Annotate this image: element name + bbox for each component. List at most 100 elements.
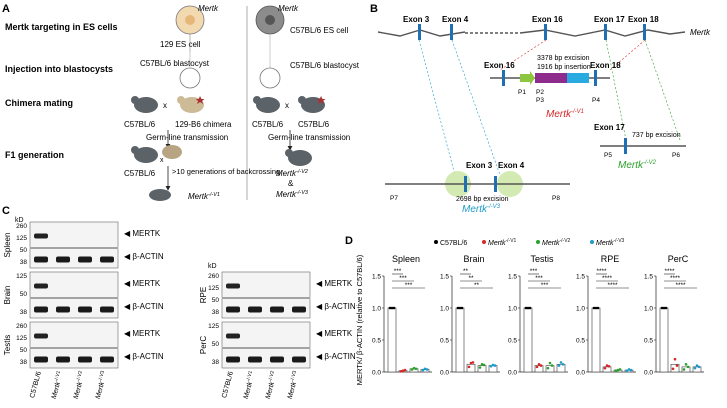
data-point <box>491 363 495 367</box>
panel-a: A Mertk targeting in ES cells Injection … <box>2 3 360 201</box>
sig-label: ** <box>463 268 469 275</box>
data-point <box>493 364 497 367</box>
v3-excision-label: 2698 bp excision <box>456 196 509 203</box>
primer-p3: P3 <box>536 97 544 104</box>
insertion-arrow-icon <box>520 71 535 85</box>
y-tick-label: 0.5 <box>508 338 517 345</box>
data-point <box>526 306 530 310</box>
lane-label: Mertk-/-V1 <box>241 370 257 400</box>
y-tick-label: 1.0 <box>508 306 517 313</box>
data-point <box>403 368 407 372</box>
data-point <box>414 367 418 371</box>
sig-label: *** <box>399 275 407 282</box>
actin-band <box>100 356 114 363</box>
mouse-chimera-right-icon <box>298 96 325 113</box>
exon16-top <box>544 24 547 40</box>
mate-right-label: 129-B6 chimera <box>175 120 232 129</box>
sig-label: ** <box>468 275 474 282</box>
mw-marker: 125 <box>16 235 27 242</box>
y-axis-label: MERTK/ β-ACTIN (relative to C57BL/6) <box>355 254 364 385</box>
y-tick-label: 1.0 <box>644 306 653 313</box>
germline-label-right: Germ-line transmission <box>268 133 350 142</box>
mertk-band <box>226 333 240 339</box>
data-point <box>388 306 392 310</box>
right-strategy: Mertk C57BL/6 ES cell C57BL/6 blastocyst… <box>252 4 360 199</box>
data-point <box>537 363 541 366</box>
y-tick-label: 0.5 <box>644 338 653 345</box>
insertion-cassette <box>535 73 567 83</box>
actin-band <box>100 306 114 313</box>
data-point <box>482 363 486 367</box>
legend-entry: Mertk-/-V1 <box>488 238 517 247</box>
mw-marker: 38 <box>20 259 28 266</box>
bar <box>681 366 691 373</box>
data-point <box>673 357 677 361</box>
exon17-top <box>604 24 607 40</box>
chart-title: Spleen <box>392 254 420 264</box>
actin-membrane <box>221 348 311 369</box>
primer-p5: P5 <box>604 152 612 159</box>
mw-marker: 260 <box>16 223 27 230</box>
mouse-f1-icon <box>131 146 158 163</box>
primer-p8: P8 <box>552 195 560 202</box>
actin-band <box>56 306 70 313</box>
data-point <box>660 306 664 310</box>
data-point <box>471 361 475 364</box>
sig-label: **** <box>670 275 681 282</box>
bar <box>466 363 476 373</box>
mertk-band-label: ◀ MERTK <box>316 279 353 288</box>
actin-band <box>56 356 70 363</box>
mertk-gene-label-right: Mertk <box>278 4 299 13</box>
mw-marker: 125 <box>208 285 219 292</box>
mw-marker: 38 <box>20 359 28 366</box>
exon18-label: Exon 18 <box>628 15 659 24</box>
actin-band <box>34 306 48 313</box>
y-tick-label: 1.5 <box>644 274 653 281</box>
exon3-label: Exon 3 <box>403 15 430 24</box>
mouse-c57-right-icon <box>253 96 280 113</box>
blastocyst-label-left: C57BL/6 blastocyst <box>140 59 210 68</box>
sig-label: **** <box>596 268 607 275</box>
data-point <box>480 363 484 366</box>
es-cell-b6-label: C57BL/6 ES cell <box>290 26 348 35</box>
data-point <box>605 364 609 367</box>
actin-band <box>226 306 240 313</box>
mw-marker: 50 <box>212 341 220 348</box>
bar <box>659 307 669 373</box>
data-point <box>467 365 471 369</box>
chart-title: RPE <box>601 254 620 264</box>
mertk-band-label: ◀ MERTK <box>124 279 161 288</box>
mw-marker: 125 <box>208 323 219 330</box>
data-point <box>607 364 611 368</box>
mw-marker: 125 <box>16 335 27 342</box>
data-point <box>627 368 631 371</box>
mertk-band <box>34 283 48 289</box>
actin-band <box>226 356 240 363</box>
v3-allele-label: Mertk-/-V3 <box>462 204 501 215</box>
mertk-band <box>34 233 48 239</box>
data-point <box>559 361 563 364</box>
svg-text:x: x <box>160 157 164 164</box>
v1-exon16-label: Exon 16 <box>484 61 515 70</box>
left-strategy: Mertk 129 ES cell C57BL/6 blastocyst x C… <box>124 4 280 201</box>
y-tick-label: 0.5 <box>576 338 585 345</box>
sig-label: *** <box>535 275 543 282</box>
panel-label-b: B <box>370 3 378 15</box>
data-point <box>603 366 607 370</box>
blastocyst-icon-right <box>259 67 281 89</box>
result-v3-label: Mertk-/-V3 <box>276 190 309 199</box>
tissue-label: RPE <box>199 287 208 303</box>
mw-marker: 125 <box>16 273 27 280</box>
actin-membrane <box>29 348 119 369</box>
actin-band <box>248 306 262 313</box>
sig-label: *** <box>405 282 413 289</box>
data-point <box>682 368 686 371</box>
actin-membrane <box>29 298 119 319</box>
legend-entry: Mertk-/-V3 <box>596 238 625 247</box>
mw-marker: 50 <box>20 247 28 254</box>
